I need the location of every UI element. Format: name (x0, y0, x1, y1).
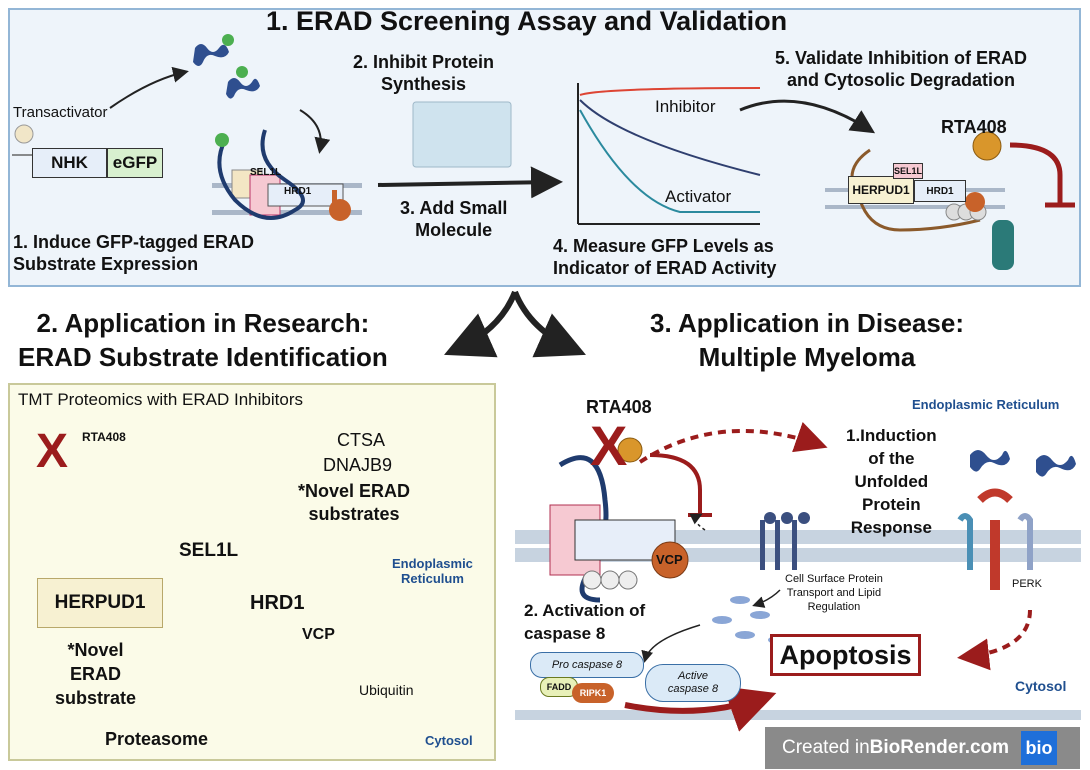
disease-graphics (515, 421, 1081, 732)
transactivator-arrow (109, 66, 189, 109)
egfp-box: eGFP (107, 148, 163, 178)
split-arrow-right (512, 290, 586, 358)
ripk1-box: RIPK1 (572, 683, 614, 703)
biorender-watermark[interactable]: Created in BioRender.com bio (765, 727, 1080, 769)
culture-plate (412, 101, 512, 168)
cytosol-label-2: Cytosol (425, 733, 473, 748)
activator-label: Activator (665, 187, 732, 206)
sel1l-box-1: SEL1L (893, 163, 923, 179)
hrd1-label-1: HRD1 (284, 186, 312, 197)
ctsa-label: CTSA (337, 430, 386, 450)
er-label-2: Endoplasmic Reticulum (392, 556, 473, 586)
step5-label: 5. Validate Inhibition of ERAD and Cytos… (775, 48, 1028, 90)
assay-panel (8, 8, 1081, 287)
inhibitor-label: Inhibitor (655, 97, 716, 116)
proteasome-label: Proteasome (105, 729, 209, 749)
novel-herpud-label: *Novel ERAD substrate (55, 640, 137, 708)
dnajb9-label: DNAJB9 (323, 455, 393, 475)
rta408-label-2: RTA408 (82, 430, 126, 444)
hrd1-complex-1 (212, 129, 362, 221)
inhibit-x-mark: X (36, 425, 69, 478)
ubiquitin-label: Ubiquitin (359, 682, 414, 698)
vcp-label-3: VCP (656, 552, 683, 567)
herpud1-box-2: HERPUD1 (37, 578, 163, 628)
gfp-proteins (193, 34, 260, 99)
research-panel (8, 383, 496, 761)
small-molecule-arrow (377, 166, 563, 199)
step2-label: 2. Inhibit Protein Synthesis (353, 52, 495, 94)
step1-label: 1. Induce GFP-tagged ERAD Substrate Expr… (13, 232, 255, 274)
caspase-label: 2. Activation of caspase 8 (524, 601, 646, 643)
upr-label: 1.Induction of the Unfolded Protein Resp… (846, 426, 937, 537)
rta408-label-3: RTA408 (586, 397, 652, 417)
disease-heading: 3. Application in Disease: Multiple Myel… (650, 308, 965, 372)
validate-arrow (739, 99, 876, 134)
pro-caspase-box: Pro caspase 8 (530, 652, 644, 678)
nhk-box: NHK (32, 148, 107, 178)
transactivator-label: Transactivator (13, 104, 108, 121)
sel1l-label-1: SEL1L (250, 167, 282, 178)
vcp-label-2: VCP (302, 626, 335, 643)
watermark-prefix: Created in (782, 737, 870, 758)
hrd1-label-2: HRD1 (250, 592, 305, 614)
perk-label: PERK (1012, 578, 1042, 590)
cytosol-label-3: Cytosol (1015, 678, 1067, 694)
biorender-logo-icon: bio (1021, 731, 1058, 765)
step4-label: 4. Measure GFP Levels as Indicator of ER… (553, 236, 777, 278)
research-heading: 2. Application in Research: ERAD Substra… (18, 308, 388, 372)
hrd1-box-1: HRD1 (914, 180, 966, 202)
watermark-brand: BioRender.com (869, 737, 1010, 758)
novel-substrates-label: *Novel ERAD substrates (298, 481, 411, 524)
tmt-subtitle: TMT Proteomics with ERAD Inhibitors (18, 390, 303, 409)
split-arrow-left (444, 290, 518, 358)
sel1l-label-2: SEL1L (179, 540, 239, 561)
inhibit-x-mark-3: X (590, 414, 628, 477)
apoptosis-box: Apoptosis (770, 634, 921, 676)
er-label-3: Endoplasmic Reticulum (912, 397, 1060, 412)
gfp-down-arrow (299, 109, 331, 154)
cell-surface-label: Cell Surface Protein Transport and Lipid… (785, 573, 883, 613)
herpud1-box-1: HERPUD1 (848, 176, 914, 204)
page-title: 1. ERAD Screening Assay and Validation (266, 6, 788, 36)
step3-label: 3. Add Small Molecule (400, 198, 508, 240)
gfp-plot (577, 83, 761, 225)
active-caspase-box: Active caspase 8 (645, 664, 741, 702)
rta408-label-1: RTA408 (941, 117, 1007, 137)
